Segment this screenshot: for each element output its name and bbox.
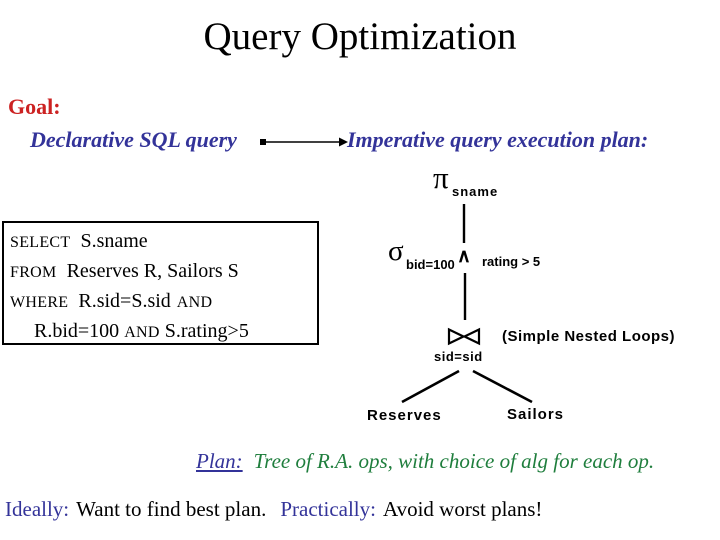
imperative-plan-label: Imperative query execution plan: [347, 127, 649, 152]
projection-operator: π [433, 160, 449, 195]
plan-text: Tree of R.A. ops, with choice of alg for… [253, 449, 655, 473]
sql-bid-predicate: R.bid=100 [34, 320, 120, 342]
leaf-sailors: Sailors [507, 406, 565, 423]
leaf-reserves: Reserves [367, 407, 442, 424]
projection-attribute: sname [452, 184, 499, 199]
selection-bid-condition: bid=100 [406, 257, 455, 272]
sql-line-where: WHERE R.sid=S.sid AND [10, 287, 311, 317]
join-condition: sid=sid [434, 349, 483, 364]
and-operator: ∧ [457, 246, 471, 267]
tree-edge-join-sailors [472, 369, 533, 404]
goal-label: Goal: [8, 94, 61, 119]
join-bowtie-icon [447, 327, 481, 346]
tree-edge-join-reserves [401, 369, 460, 404]
sql-line-from: FROM Reserves R, Sailors S [10, 257, 311, 287]
practically-text: Avoid worst plans! [382, 497, 543, 521]
sql-keyword-select: SELECT [10, 234, 71, 251]
plan-label: Plan: [196, 449, 243, 473]
declarative-sql-query-label: Declarative SQL query [30, 127, 237, 152]
sql-from-list: Reserves R, Sailors S [66, 260, 239, 282]
page-title: Query Optimization [203, 15, 517, 58]
join-algorithm-note: (Simple Nested Loops) [502, 328, 676, 345]
ideally-text: Want to find best plan. [76, 497, 267, 521]
selection-operator: σ [388, 235, 404, 267]
sql-keyword-and-1: AND [176, 294, 213, 311]
sql-where-predicate: R.sid=S.sid [78, 290, 171, 312]
sql-line-select: SELECT S.sname [10, 227, 311, 257]
selection-rating-condition: rating > 5 [482, 254, 541, 269]
sql-keyword-where: WHERE [10, 294, 69, 311]
maps-to-arrow-icon [260, 137, 348, 147]
sql-rating-predicate: S.rating>5 [164, 320, 249, 342]
sql-keyword-from: FROM [10, 264, 57, 281]
sql-keyword-and-2: AND [124, 324, 160, 341]
sql-select-list: S.sname [80, 230, 148, 252]
ideally-label: Ideally: [5, 497, 70, 521]
practically-label: Practically: [280, 497, 376, 521]
plan-annotation: Plan: Tree of R.A. ops, with choice of al… [196, 449, 654, 474]
closing-line: Ideally:Want to find best plan. Practical… [5, 497, 542, 522]
